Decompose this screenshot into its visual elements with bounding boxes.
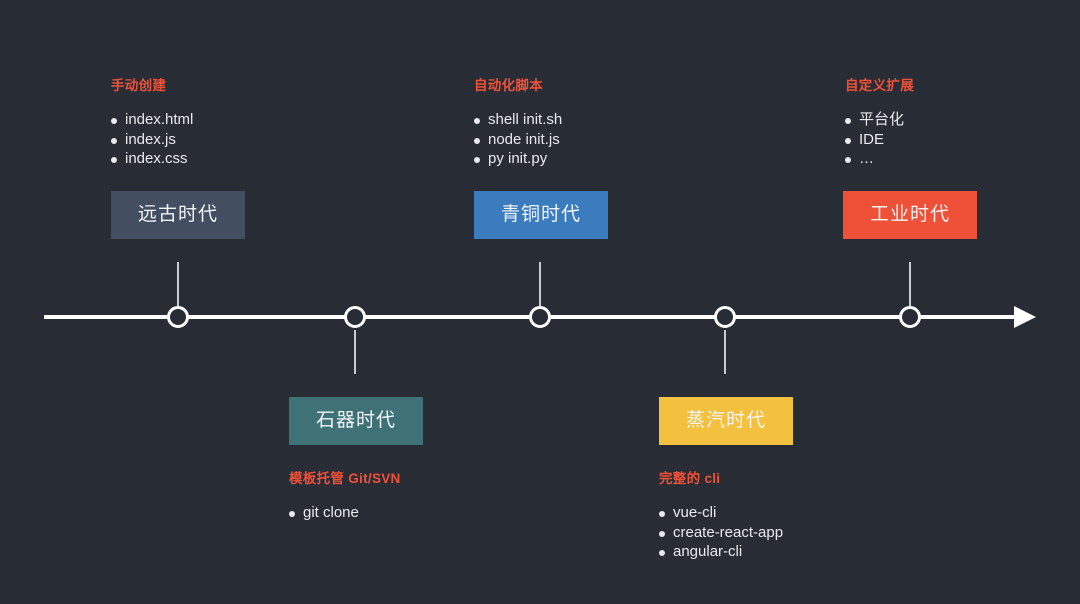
list-item: shell init.sh <box>474 110 562 130</box>
era-box-4[interactable]: 工业时代 <box>843 191 977 239</box>
era-title: 模板托管 Git/SVN <box>289 471 401 486</box>
era-item-list: git clone <box>289 503 401 523</box>
timeline-node <box>529 306 551 328</box>
list-item: angular-cli <box>659 542 783 562</box>
timeline-node <box>167 306 189 328</box>
list-item: vue-cli <box>659 503 783 523</box>
list-item: 平台化 <box>845 110 914 130</box>
era-group-1: 模板托管 Git/SVN git clone <box>289 467 401 523</box>
era-item-list: vue-cli create-react-app angular-cli <box>659 503 783 562</box>
list-item: IDE <box>845 130 914 150</box>
era-box-3[interactable]: 蒸汽时代 <box>659 397 793 445</box>
list-item: node init.js <box>474 130 562 150</box>
timeline-node <box>344 306 366 328</box>
arrow-right-icon <box>1014 306 1036 328</box>
era-box-1[interactable]: 石器时代 <box>289 397 423 445</box>
list-item: index.js <box>111 130 193 150</box>
list-item: git clone <box>289 503 401 523</box>
era-box-0[interactable]: 远古时代 <box>111 191 245 239</box>
era-box-2[interactable]: 青铜时代 <box>474 191 608 239</box>
list-item: index.html <box>111 110 193 130</box>
timeline-connector <box>177 262 179 306</box>
era-title: 手动创建 <box>111 78 167 93</box>
timeline-connector <box>539 262 541 306</box>
timeline-connector <box>909 262 911 306</box>
era-title: 自定义扩展 <box>845 78 914 93</box>
list-item: py init.py <box>474 149 562 169</box>
era-group-0: 手动创建 index.html index.js index.css <box>111 74 193 169</box>
era-title: 自动化脚本 <box>474 78 543 93</box>
timeline-connector <box>724 330 726 374</box>
era-item-list: 平台化 IDE … <box>845 110 914 169</box>
timeline-node <box>899 306 921 328</box>
era-group-3: 完整的 cli vue-cli create-react-app angular… <box>659 467 783 562</box>
timeline-node <box>714 306 736 328</box>
era-group-4: 自定义扩展 平台化 IDE … <box>845 74 914 169</box>
timeline-connector <box>354 330 356 374</box>
era-item-list: shell init.sh node init.js py init.py <box>474 110 562 169</box>
era-group-2: 自动化脚本 shell init.sh node init.js py init… <box>474 74 562 169</box>
list-item: … <box>845 149 914 169</box>
era-title: 完整的 cli <box>659 471 721 486</box>
list-item: create-react-app <box>659 523 783 543</box>
era-item-list: index.html index.js index.css <box>111 110 193 169</box>
list-item: index.css <box>111 149 193 169</box>
